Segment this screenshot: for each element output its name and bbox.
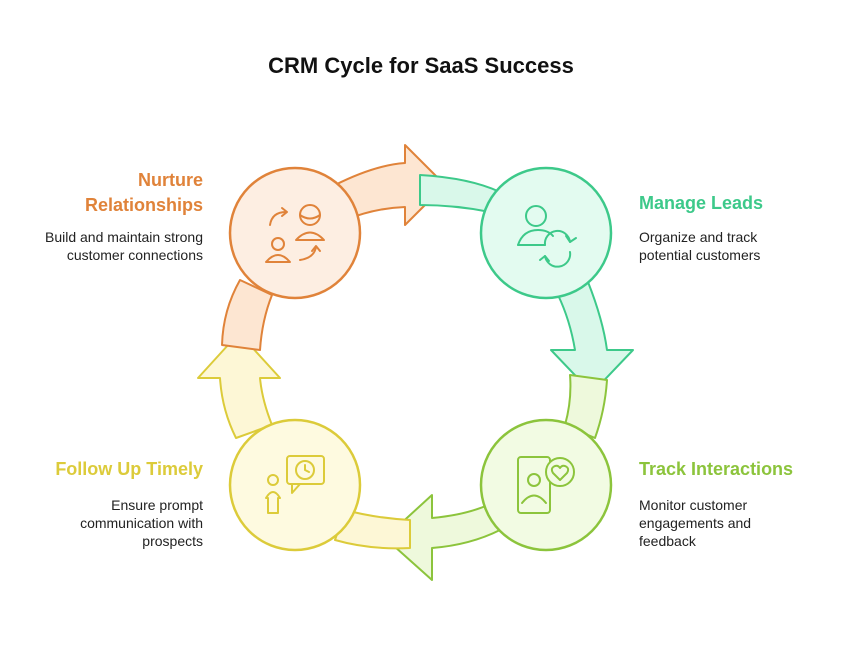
stage-circle-nurture bbox=[228, 166, 362, 300]
stage-desc-nurture: Build and maintain strong customer conne… bbox=[45, 229, 203, 263]
stage-title-track: Track Interactions bbox=[639, 459, 794, 479]
arrow-track-to-followup-tail bbox=[334, 509, 411, 550]
stage-title-leads: Manage Leads bbox=[639, 193, 764, 213]
stage-title-nurture: Nurture Relationships bbox=[84, 170, 203, 215]
user-refresh-icon bbox=[517, 205, 577, 268]
arrow-leads-to-track bbox=[550, 281, 634, 394]
stage-title-followup: Follow Up Timely bbox=[55, 459, 203, 479]
stage-circle-leads bbox=[479, 166, 613, 300]
arrow-followup-to-nurture-tail bbox=[221, 279, 273, 351]
phone-heart-icon bbox=[517, 456, 575, 514]
arrow-followup-to-nurture bbox=[197, 332, 281, 439]
stage-desc-track: Monitor customer engagements and feedbac… bbox=[639, 497, 752, 549]
arrow-leads-to-track-tail bbox=[564, 374, 608, 439]
person-clock-message-icon bbox=[265, 455, 325, 514]
relationship-cycle-icon bbox=[265, 204, 325, 263]
diagram-title: CRM Cycle for SaaS Success bbox=[268, 53, 574, 78]
stage-desc-leads: Organize and track potential customers bbox=[639, 229, 761, 263]
stage-desc-followup: Ensure prompt communication with prospec… bbox=[80, 497, 203, 549]
stage-circle-track bbox=[479, 418, 613, 552]
